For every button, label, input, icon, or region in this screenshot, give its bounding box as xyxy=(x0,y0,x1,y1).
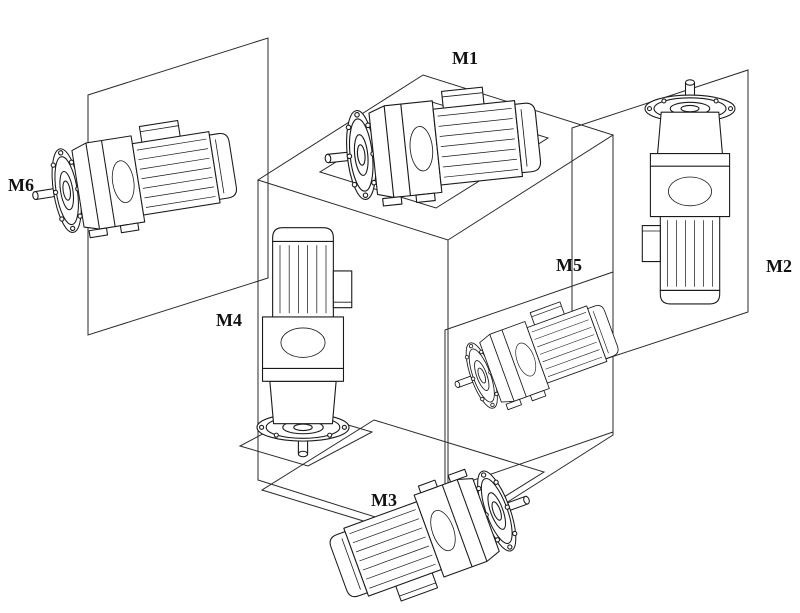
mounting-plane-m6 xyxy=(87,37,269,336)
gearmotor-m3 xyxy=(321,451,548,613)
label-m1: M1 xyxy=(452,48,478,68)
label-m5: M5 xyxy=(556,255,582,275)
gearmotor-m5 xyxy=(440,288,626,425)
gearmotor-m1 xyxy=(318,81,545,213)
label-m2: M2 xyxy=(766,256,792,276)
gearmotor-m2 xyxy=(641,79,736,305)
label-m4: M4 xyxy=(216,310,242,330)
label-m6: M6 xyxy=(8,175,34,195)
mounting-plane-m5 xyxy=(444,271,614,491)
gearmotor-m4 xyxy=(256,227,353,458)
gearmotor-m6 xyxy=(24,112,242,247)
label-m3: M3 xyxy=(371,490,397,510)
